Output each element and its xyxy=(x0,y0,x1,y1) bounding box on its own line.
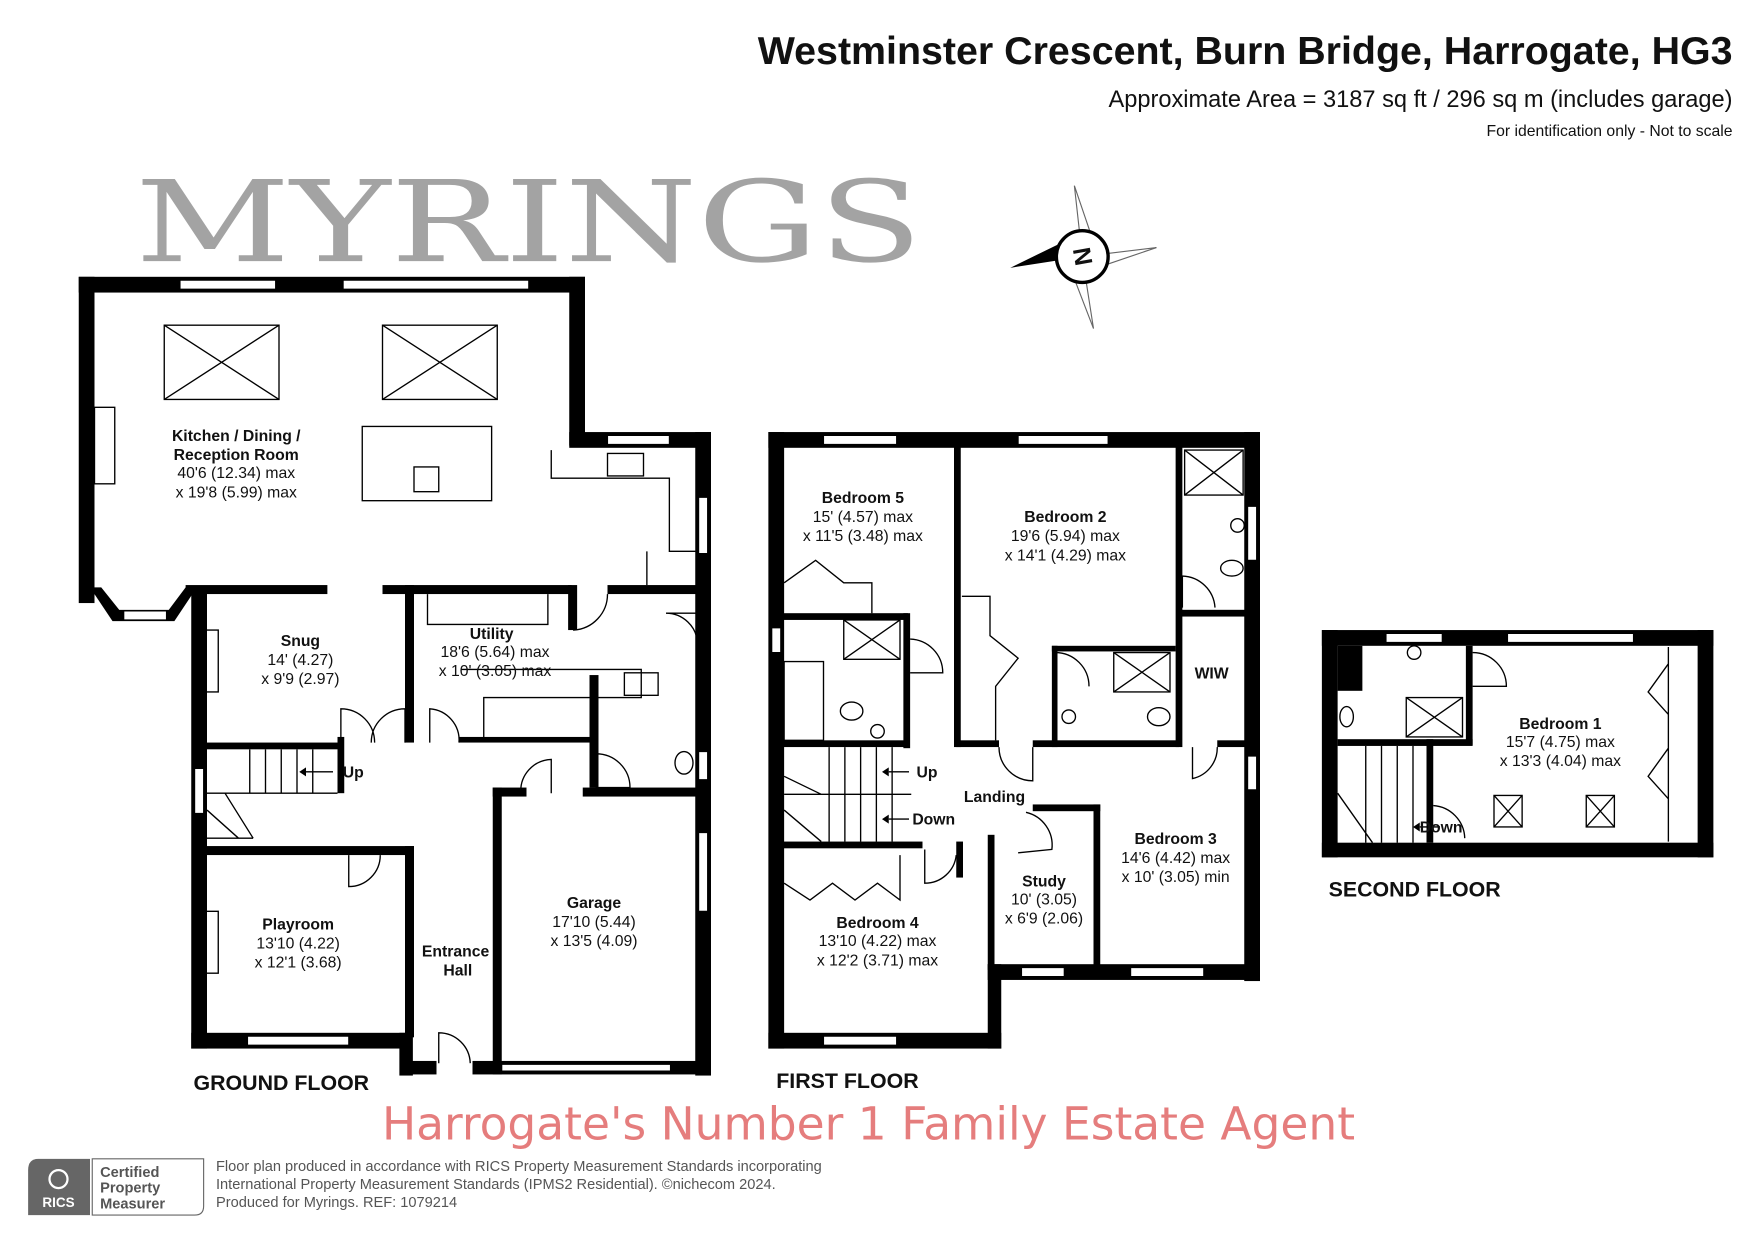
first-floor-windows xyxy=(771,434,1258,1046)
room-name: Bedroom 5 xyxy=(822,490,905,507)
room-dimension: x 12'1 (3.68) xyxy=(255,955,342,972)
room-study: Study 10' (3.05) x 6'9 (2.06) xyxy=(1005,874,1083,928)
room-name: Entrance xyxy=(422,943,490,960)
room-utility: Utility 18'6 (5.64) max x 10' (3.05) max xyxy=(439,626,552,680)
room-dimension: x 13'5 (4.09) xyxy=(550,933,637,950)
room-bedroom-2: Bedroom 2 19'6 (5.94) max x 14'1 (4.29) … xyxy=(1005,509,1126,564)
footer-line: Floor plan produced in accordance with R… xyxy=(216,1159,822,1175)
room-name: Reception Room xyxy=(174,447,299,464)
rics-label: RICS xyxy=(42,1195,74,1210)
room-garage: Garage 17'10 (5.44) x 13'5 (4.09) xyxy=(550,895,637,950)
room-kitchen: Kitchen / Dining / Reception Room 40'6 (… xyxy=(172,428,301,501)
room-name: Kitchen / Dining / xyxy=(172,428,301,445)
ground-floor-fixtures xyxy=(93,324,699,1064)
room-dimension: x 12'2 (3.71) max xyxy=(817,952,938,969)
room-bedroom-1: Bedroom 1 15'7 (4.75) max x 13'3 (4.04) … xyxy=(1500,716,1621,770)
room-name: Hall xyxy=(443,962,472,979)
rics-badge: RICS Certified Property Measurer xyxy=(28,1158,205,1216)
room-landing: Landing xyxy=(964,789,1025,806)
room-dimension: 18'6 (5.64) max xyxy=(441,644,550,661)
room-dimension: 15' (4.57) max xyxy=(813,509,913,526)
room-name: Bedroom 2 xyxy=(1024,509,1107,526)
room-snug: Snug 14' (4.27) x 9'9 (2.97) xyxy=(261,633,339,688)
room-dimension: x 19'8 (5.99) max xyxy=(176,484,297,501)
room-name: Bedroom 3 xyxy=(1134,831,1217,848)
ground-floor-label: GROUND FLOOR xyxy=(194,1071,370,1095)
stairs-down-label: Down xyxy=(1420,820,1463,837)
stairs-down-label: Down xyxy=(912,812,955,829)
watermark-tagline: Harrogate's Number 1 Family Estate Agent xyxy=(382,1098,1355,1151)
room-dimension: x 13'3 (4.04) max xyxy=(1500,753,1621,770)
first-floor-label: FIRST FLOOR xyxy=(776,1069,918,1093)
compass-north-label: N xyxy=(1069,245,1099,267)
second-floor-fixtures xyxy=(1337,645,1670,844)
room-dimension: 13'10 (4.22) max xyxy=(819,933,937,950)
badge-line: Measurer xyxy=(100,1196,165,1212)
room-playroom: Playroom 13'10 (4.22) x 12'1 (3.68) xyxy=(255,916,342,971)
room-dimension: x 9'9 (2.97) xyxy=(261,671,339,688)
footer-line: Produced for Myrings. REF: 1079214 xyxy=(216,1195,457,1211)
room-dimension: x 14'1 (4.29) max xyxy=(1005,547,1126,564)
second-floor-windows xyxy=(1385,632,1635,643)
room-name: Bedroom 4 xyxy=(836,915,919,932)
property-title: Westminster Crescent, Burn Bridge, Harro… xyxy=(758,29,1733,73)
room-dimension: 17'10 (5.44) xyxy=(552,914,636,931)
first-floor-fixtures xyxy=(783,449,1245,902)
room-dimension: 14'6 (4.42) max xyxy=(1121,850,1230,867)
room-bedroom-3: Bedroom 3 14'6 (4.42) max x 10' (3.05) m… xyxy=(1121,831,1230,886)
stairs-up-label: Up xyxy=(917,764,938,781)
room-name: Study xyxy=(1022,874,1066,891)
room-name: Garage xyxy=(567,895,622,912)
room-dimension: 13'10 (4.22) xyxy=(256,935,340,952)
room-name: Bedroom 1 xyxy=(1519,716,1602,733)
room-dimension: 19'6 (5.94) max xyxy=(1011,528,1120,545)
ground-floor-walls xyxy=(78,276,711,1076)
watermark-brand: MYRINGS xyxy=(135,157,923,288)
room-entrance-hall: Entrance Hall xyxy=(422,943,490,979)
room-dimension: 14' (4.27) xyxy=(267,652,333,669)
scale-disclaimer: For identification only - Not to scale xyxy=(1487,123,1733,140)
room-bedroom-5: Bedroom 5 15' (4.57) max x 11'5 (3.48) m… xyxy=(803,490,923,545)
room-name: Playroom xyxy=(262,916,334,933)
compass-icon: N xyxy=(1010,185,1157,329)
second-floor-label: SECOND FLOOR xyxy=(1329,878,1501,902)
badge-line: Property xyxy=(100,1181,161,1197)
ground-floor-windows xyxy=(123,279,709,1072)
room-dimension: x 10' (3.05) min xyxy=(1122,869,1230,886)
room-name: Utility xyxy=(470,626,514,643)
room-name: Snug xyxy=(281,633,320,650)
room-dimension: x 11'5 (3.48) max xyxy=(803,528,923,545)
room-dimension: x 6'9 (2.06) xyxy=(1005,911,1083,928)
room-dimension: 40'6 (12.34) max xyxy=(177,465,295,482)
rics-lion-icon xyxy=(48,1168,69,1190)
approximate-area: Approximate Area = 3187 sq ft / 296 sq m… xyxy=(1108,87,1732,113)
room-bedroom-4: Bedroom 4 13'10 (4.22) max x 12'2 (3.71)… xyxy=(817,915,938,969)
room-dimension: 10' (3.05) xyxy=(1011,892,1077,909)
room-dimension: 15'7 (4.75) max xyxy=(1506,734,1615,751)
badge-line: Certified xyxy=(100,1165,159,1181)
footer-line: International Property Measurement Stand… xyxy=(216,1177,776,1193)
stairs-up-label: Up xyxy=(343,764,364,781)
room-wiw: WIW xyxy=(1195,665,1229,682)
room-dimension: x 10' (3.05) max xyxy=(439,663,552,680)
